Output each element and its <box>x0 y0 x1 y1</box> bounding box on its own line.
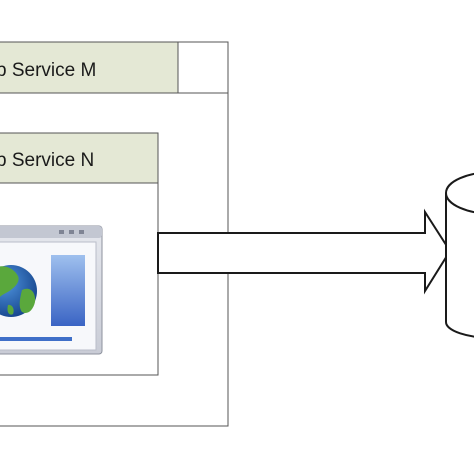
database-cylinder-icon <box>445 172 474 338</box>
outer-box-title: b Service M <box>0 60 96 81</box>
inner-box-header <box>0 132 159 184</box>
web-browser-window-icon <box>0 225 103 355</box>
status-bar <box>0 337 72 341</box>
outer-box-header <box>0 41 179 94</box>
inner-box-title: b Service N <box>0 150 94 171</box>
arrow-right-icon <box>157 208 452 295</box>
globe-icon <box>0 265 37 317</box>
content-panel <box>51 255 85 326</box>
